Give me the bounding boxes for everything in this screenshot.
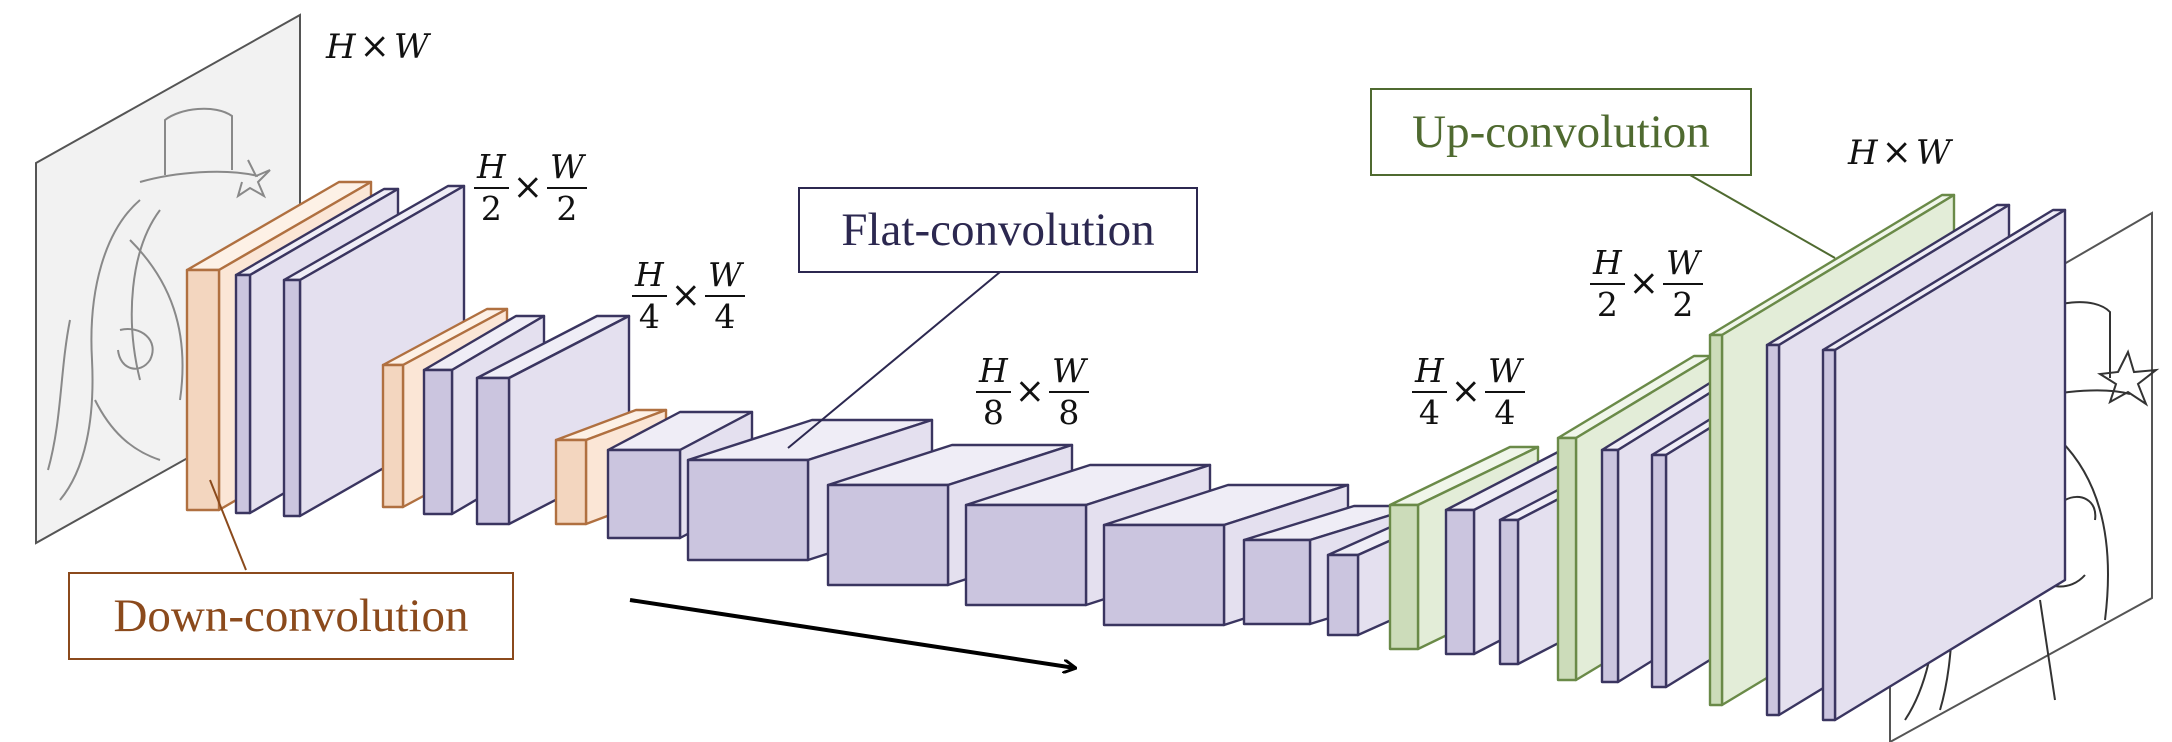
- up-convolution-label: Up-convolution: [1370, 88, 1752, 176]
- down-convolution-label: Down-convolution: [68, 572, 514, 660]
- down-convolution-leader-line: [209, 479, 247, 571]
- dimension-input-label: H×W: [326, 26, 429, 67]
- network-layers: [185, 180, 2067, 722]
- direction-arrow: [629, 598, 1075, 668]
- flat-convolution-leader-line: [787, 271, 1001, 449]
- flat-convolution-label: Flat-convolution: [798, 187, 1198, 273]
- up-convolution-leader-line: [1689, 174, 1836, 259]
- dimension-output-label: H×W: [1848, 132, 1951, 173]
- flat-conv-block-23: [1821, 208, 2067, 722]
